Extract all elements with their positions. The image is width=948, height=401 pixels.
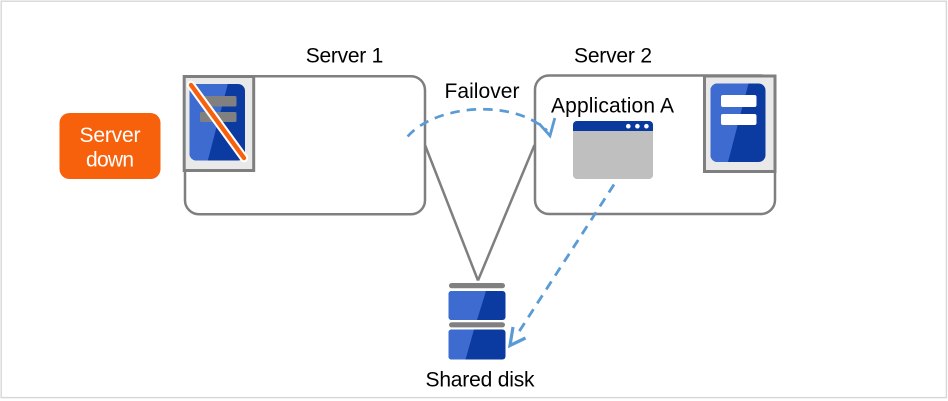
svg-text:down: down — [86, 149, 134, 172]
svg-text:Server: Server — [80, 124, 141, 147]
svg-text:Server 1: Server 1 — [306, 45, 384, 68]
svg-text:Server 2: Server 2 — [574, 45, 652, 68]
svg-text:Application A: Application A — [551, 94, 674, 117]
svg-text:Shared disk: Shared disk — [426, 368, 536, 391]
svg-text:Failover: Failover — [445, 80, 520, 103]
